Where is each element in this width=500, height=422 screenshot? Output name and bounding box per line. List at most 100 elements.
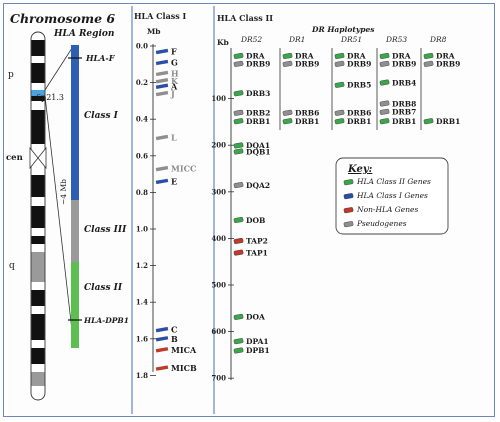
class-ii-gene-mark bbox=[282, 109, 293, 116]
class-ii-gene-mark bbox=[233, 347, 244, 354]
class-ii-gene-label: DQA1 bbox=[246, 141, 270, 150]
key-swatch bbox=[343, 179, 354, 186]
dr-haplotype-header: DR52 bbox=[240, 35, 262, 44]
hla-region-bar bbox=[71, 45, 79, 348]
class-ii-gene-mark bbox=[233, 148, 244, 155]
class-ii-tick-label: 400 bbox=[211, 234, 226, 243]
centromere-label: cen bbox=[6, 153, 23, 163]
class-ii-gene-mark bbox=[334, 109, 345, 116]
class-ii-gene-mark bbox=[282, 52, 293, 59]
hla-dpb1-label: HLA-DPB1 bbox=[83, 316, 129, 325]
class-i-gene-mark bbox=[155, 78, 169, 84]
class-ii-gene-label: DRA bbox=[347, 52, 366, 61]
class-ii-gene-mark bbox=[334, 60, 345, 67]
class-ii-gene-label: DRA bbox=[392, 52, 411, 61]
class-i-gene-mark bbox=[155, 165, 169, 172]
class-i-tick-label: 1.2 bbox=[136, 261, 148, 270]
class-ii-gene-label: DRB6 bbox=[347, 109, 371, 118]
class-i-gene-label: B bbox=[171, 334, 178, 344]
class-ii-gene-mark bbox=[423, 60, 434, 67]
dr-haplotype-header: DR51 bbox=[340, 35, 362, 44]
class-ii-gene-label: DRB9 bbox=[392, 60, 416, 69]
class-i-gene-mark bbox=[155, 178, 169, 185]
class-ii-gene-label: DRB4 bbox=[392, 78, 416, 87]
class-i-gene-label: A bbox=[170, 81, 178, 91]
class-ii-tick-label: 100 bbox=[211, 94, 226, 103]
dr-haplotypes-title: DR Haplotypes bbox=[311, 25, 375, 34]
class-i-gene-label: L bbox=[171, 133, 177, 143]
key-title: Key: bbox=[347, 164, 373, 175]
class-ii-gene-label: TAP1 bbox=[246, 248, 268, 257]
class-i-tick-label: 1.6 bbox=[136, 334, 148, 343]
class-i-gene-mark bbox=[155, 48, 169, 55]
class-ii-gene-mark bbox=[233, 90, 244, 97]
class-ii-gene-mark bbox=[233, 118, 244, 125]
class-ii-gene-mark bbox=[233, 249, 244, 256]
class-ii-gene-label: DRB7 bbox=[392, 108, 416, 117]
class-ii-gene-label: DRB2 bbox=[246, 109, 270, 118]
class-i-gene-label: F bbox=[171, 46, 177, 56]
class-ii-gene-label: DRA bbox=[246, 52, 265, 61]
class-ii-gene-mark bbox=[334, 81, 345, 88]
hla-region-title: HLA Region bbox=[53, 29, 114, 39]
class-ii-gene-label: DRB9 bbox=[347, 60, 371, 69]
class-ii-gene-label: DRB9 bbox=[436, 60, 460, 69]
class-ii-gene-mark bbox=[423, 52, 434, 59]
class-i-gene-label: C bbox=[171, 325, 177, 335]
class-ii-gene-label: DRB1 bbox=[347, 117, 371, 126]
class-ii-region bbox=[71, 262, 79, 348]
class-i-tick-label: 0.0 bbox=[136, 42, 148, 51]
zoom-line-bottom bbox=[44, 95, 75, 349]
class-ii-gene-mark bbox=[282, 60, 293, 67]
class-i-gene-mark bbox=[155, 365, 169, 371]
dr-haplotype-header: DR8 bbox=[429, 35, 447, 44]
class-i-tick-label: 1.4 bbox=[136, 298, 148, 307]
class-ii-gene-mark bbox=[233, 60, 244, 67]
key-swatch bbox=[343, 207, 354, 214]
class-ii-gene-mark bbox=[233, 182, 244, 189]
class-ii-gene-mark bbox=[233, 313, 244, 320]
class-i-gene-label: MICA bbox=[171, 345, 197, 355]
hla-f-label: HLA-F bbox=[85, 53, 116, 63]
dr-haplotype-headers: DR52 DR1 DR51 DR53 DR8 bbox=[240, 35, 447, 130]
key-swatch bbox=[343, 193, 354, 200]
class-ii-panel-title: HLA Class II bbox=[217, 13, 273, 23]
class-ii-gene-label: DOB bbox=[246, 216, 265, 225]
class-ii-tick-label: 600 bbox=[211, 327, 226, 336]
class-ii-gene-mark bbox=[334, 52, 345, 59]
p-arm-label: p bbox=[8, 70, 14, 80]
key-item-label: HLA Class I Genes bbox=[356, 191, 428, 200]
class-i-tick-label: 0.8 bbox=[136, 188, 148, 197]
class-i-gene-mark bbox=[155, 90, 169, 97]
class-i-gene-label: MICB bbox=[171, 363, 197, 373]
class-ii-gene-label: DRB1 bbox=[392, 117, 416, 126]
class-ii-gene-label: DRA bbox=[436, 52, 455, 61]
class-ii-genes: DRADRB9DRB3DRB2DRB1DQA1DQB1DQA2DOBTAP2TA… bbox=[233, 52, 460, 355]
class-ii-gene-label: DRB5 bbox=[347, 81, 371, 90]
class-i-gene-label: E bbox=[171, 176, 177, 186]
class-ii-gene-mark bbox=[233, 142, 244, 149]
class-i-tick-label: 0.6 bbox=[136, 151, 148, 160]
class-ii-gene-label: DRB1 bbox=[295, 117, 319, 126]
class-i-gene-label: J bbox=[170, 89, 175, 99]
class-ii-axis-unit: Kb bbox=[217, 38, 229, 47]
class-i-gene-mark bbox=[155, 134, 169, 141]
class-ii-tick-label: 200 bbox=[211, 141, 226, 150]
class-ii-gene-mark bbox=[379, 108, 390, 115]
key-item-label: Pseudogenes bbox=[356, 219, 407, 228]
class-ii-gene-label: DPB1 bbox=[246, 346, 270, 355]
class-ii-gene-mark bbox=[233, 338, 244, 345]
class-ii-gene-label: DRB8 bbox=[392, 99, 416, 108]
class-ii-label: Class II bbox=[84, 283, 123, 293]
class-i-axis-ticks: 0.00.20.40.60.81.01.21.41.61.8 bbox=[136, 42, 156, 380]
class-ii-gene-mark bbox=[233, 109, 244, 116]
class-i-tick-label: 0.4 bbox=[136, 115, 148, 124]
key-swatch bbox=[343, 221, 354, 228]
dr-haplotype-header: DR1 bbox=[288, 35, 305, 44]
class-iii-label: Class III bbox=[84, 225, 127, 235]
dr-haplotype-header: DR53 bbox=[385, 35, 407, 44]
